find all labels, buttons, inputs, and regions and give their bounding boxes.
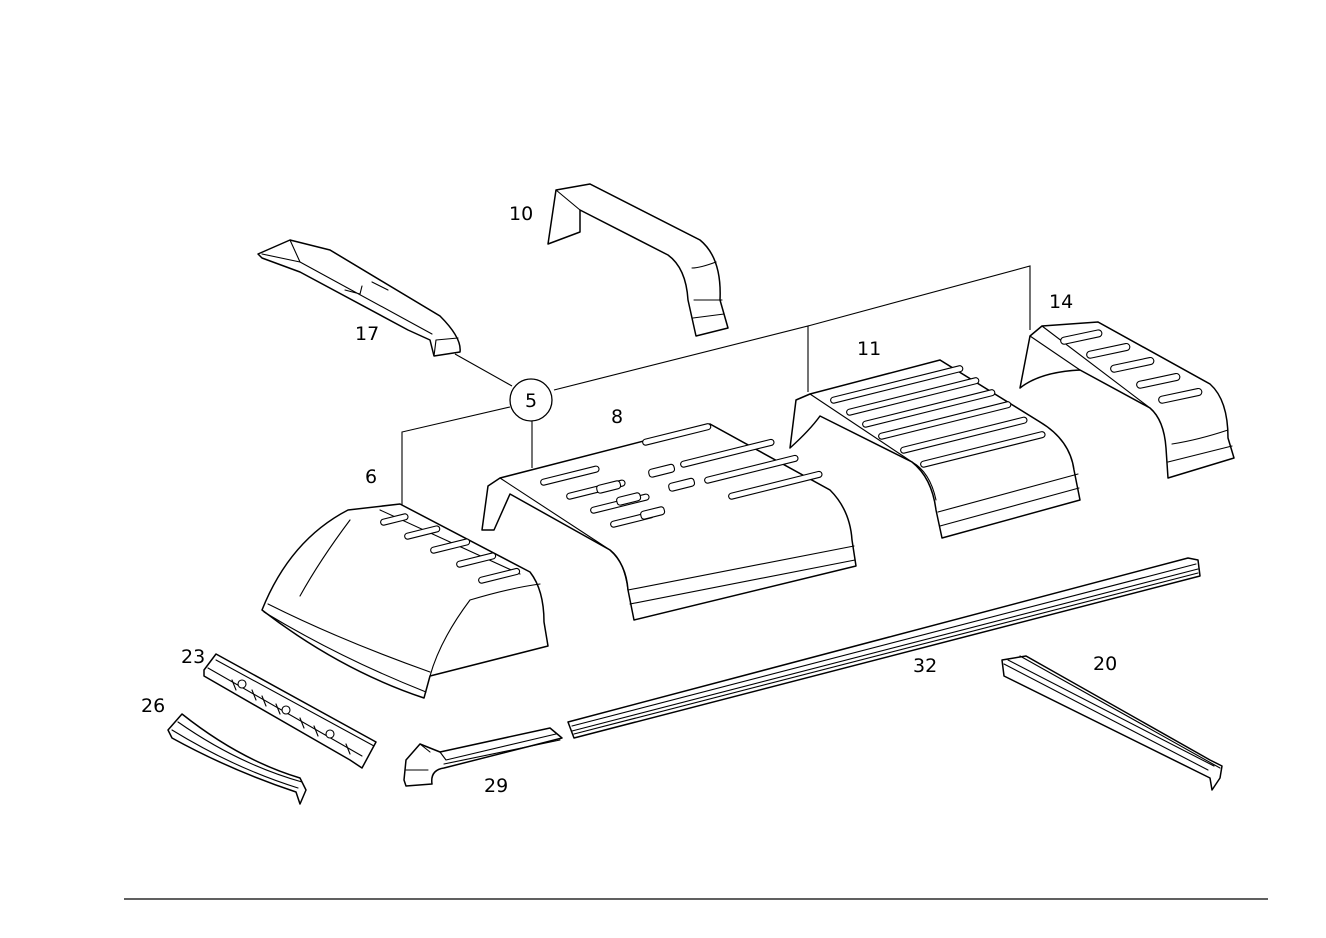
part-8-center-roof-panel [481, 423, 857, 621]
callout-6-label: 6 [365, 466, 377, 488]
part-11-roof-panel [789, 359, 1081, 539]
callout-10-label: 10 [509, 203, 533, 225]
leader-lines [401, 265, 1031, 505]
callout-23-label: 23 [181, 646, 205, 668]
callout-14-label: 14 [1049, 291, 1073, 313]
callout-17-label: 17 [355, 323, 379, 345]
callout-8-label: 8 [611, 406, 623, 428]
callout-20-label: 20 [1093, 653, 1117, 675]
part-23-header-bracket [203, 653, 377, 769]
part-10-roof-bow [547, 183, 729, 337]
callout-29-label: 29 [484, 775, 508, 797]
callout-5: 5 [509, 378, 553, 422]
part-6-front-roof-dome [261, 503, 549, 699]
callout-5-label: 5 [525, 390, 537, 412]
callout-32-label: 32 [913, 655, 937, 677]
callout-11-label: 11 [857, 338, 881, 360]
part-20-rear-cross-member [1001, 655, 1223, 791]
part-32-side-roof-rail [567, 557, 1201, 739]
part-17-front-roof-rail [257, 239, 461, 357]
part-26-curved-header [167, 713, 307, 805]
callout-26-label: 26 [141, 695, 165, 717]
part-29-front-side-rail [403, 727, 563, 787]
callout-5-circle [509, 378, 553, 422]
part-14-rear-roof-section [1019, 321, 1235, 479]
